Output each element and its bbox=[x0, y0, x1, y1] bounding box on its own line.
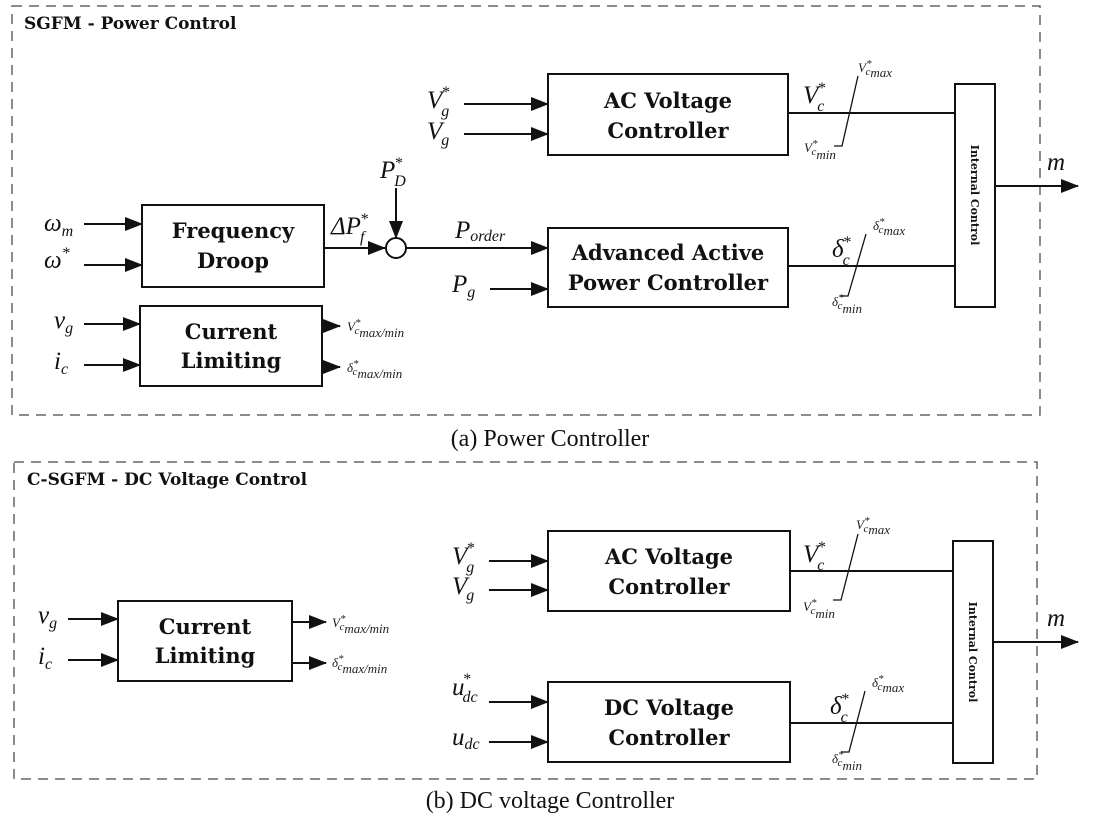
current-limiting-label-a-1: Current bbox=[185, 319, 278, 344]
vc-max-label: V*cmax bbox=[858, 58, 892, 80]
active-power-controller-block bbox=[547, 227, 789, 308]
internal-control-block-a bbox=[954, 83, 996, 308]
vc-limit-output-label-a: V*cmax/min bbox=[347, 317, 404, 340]
ac-voltage-controller-block bbox=[547, 73, 789, 156]
frequency-droop-label-1: Frequency bbox=[172, 218, 295, 243]
omega-m-label: ωm bbox=[44, 210, 73, 240]
i-c-label-a: ic bbox=[54, 348, 68, 378]
vg-ref-label-b: V*g bbox=[452, 540, 474, 576]
panel-a-title: SGFM - Power Control bbox=[24, 14, 237, 34]
v-g-label-a: vg bbox=[54, 307, 73, 337]
delta-pf-label: ΔP*f bbox=[330, 211, 368, 246]
deltac-max-label-b: δ*cmax bbox=[872, 673, 904, 695]
dc-voltage-controller-label-1: DC Voltage bbox=[604, 695, 734, 720]
active-power-controller-label-1: Advanced Active bbox=[571, 240, 765, 265]
panel-a-caption: (a) Power Controller bbox=[451, 426, 650, 452]
panel-b-title: C-SGFM - DC Voltage Control bbox=[27, 470, 308, 490]
vg-ref-label: V*g bbox=[427, 84, 449, 120]
ac-voltage-controller-block-b bbox=[547, 530, 791, 612]
dc-voltage-controller-block bbox=[547, 681, 791, 763]
vg-label: Vg bbox=[427, 118, 449, 149]
current-limiting-label-b-1: Current bbox=[159, 614, 252, 639]
vg-label-b: Vg bbox=[452, 573, 474, 604]
vc-limit-output-label-b: V*cmax/min bbox=[332, 613, 389, 636]
m-label-a: m bbox=[1047, 149, 1065, 176]
p-order-label: Porder bbox=[454, 217, 506, 245]
internal-control-label-b: Internal Control bbox=[966, 602, 979, 703]
dc-voltage-controller-label-2: Controller bbox=[608, 725, 730, 750]
deltac-limit-output-label-a: δ*cmax/min bbox=[347, 358, 402, 381]
panel-b-caption: (b) DC voltage Controller bbox=[426, 788, 675, 814]
deltac-ref-label-b: δ*c bbox=[830, 691, 849, 726]
omega-ref-label: ω* bbox=[44, 245, 70, 274]
ac-voltage-controller-label-b-1: AC Voltage bbox=[604, 544, 733, 569]
vc-saturation-limiter bbox=[834, 75, 859, 147]
ac-voltage-controller-label-b-2: Controller bbox=[608, 574, 730, 599]
ac-voltage-controller-label-1: AC Voltage bbox=[603, 88, 732, 113]
deltac-ref-label: δ*c bbox=[832, 234, 851, 269]
udc-label: udc bbox=[452, 724, 480, 753]
vc-max-label-b: V*cmax bbox=[856, 515, 890, 537]
panel-a: SGFM - Power Control AC Voltage Controll… bbox=[11, 5, 1079, 452]
panel-b: C-SGFM - DC Voltage Control Current Limi… bbox=[13, 461, 1079, 814]
i-c-label-b: ic bbox=[38, 643, 52, 673]
deltac-min-label-b: δ*cmin bbox=[832, 749, 862, 773]
current-limiting-block-b bbox=[117, 600, 293, 682]
frequency-droop-block bbox=[141, 204, 325, 288]
current-limiting-label-a-2: Limiting bbox=[181, 348, 282, 373]
pd-ref-label: P*D bbox=[379, 155, 406, 190]
vc-min-label: V*cmin bbox=[804, 138, 836, 162]
panel-b-frame bbox=[13, 461, 1038, 780]
deltac-saturation-limiter-b bbox=[841, 690, 866, 753]
deltac-max-label: δ*cmax bbox=[873, 216, 905, 238]
deltac-limit-output-label-b: δ*cmax/min bbox=[332, 653, 387, 676]
frequency-droop-label-2: Droop bbox=[197, 248, 269, 273]
current-limiting-label-b-2: Limiting bbox=[155, 643, 256, 668]
vc-min-label-b: V*cmin bbox=[803, 597, 835, 621]
v-g-label-b: vg bbox=[38, 602, 57, 632]
current-limiting-block-a bbox=[139, 305, 323, 387]
ac-voltage-controller-label-2: Controller bbox=[607, 118, 729, 143]
vc-ref-label-b: V*c bbox=[803, 539, 825, 574]
deltac-min-label: δ*cmin bbox=[832, 292, 862, 316]
active-power-controller-label-2: Power Controller bbox=[568, 270, 769, 295]
vc-saturation-limiter-b bbox=[833, 533, 859, 601]
udc-ref-label: u*dc bbox=[452, 671, 478, 706]
summing-junction bbox=[385, 237, 407, 259]
internal-control-block-b bbox=[952, 540, 994, 764]
internal-control-label-a: Internal Control bbox=[968, 145, 981, 246]
p-g-label: Pg bbox=[451, 271, 475, 301]
deltac-saturation-limiter bbox=[840, 233, 867, 297]
vc-ref-label: V*c bbox=[803, 80, 825, 115]
panel-a-frame bbox=[11, 5, 1041, 416]
m-label-b: m bbox=[1047, 605, 1065, 632]
